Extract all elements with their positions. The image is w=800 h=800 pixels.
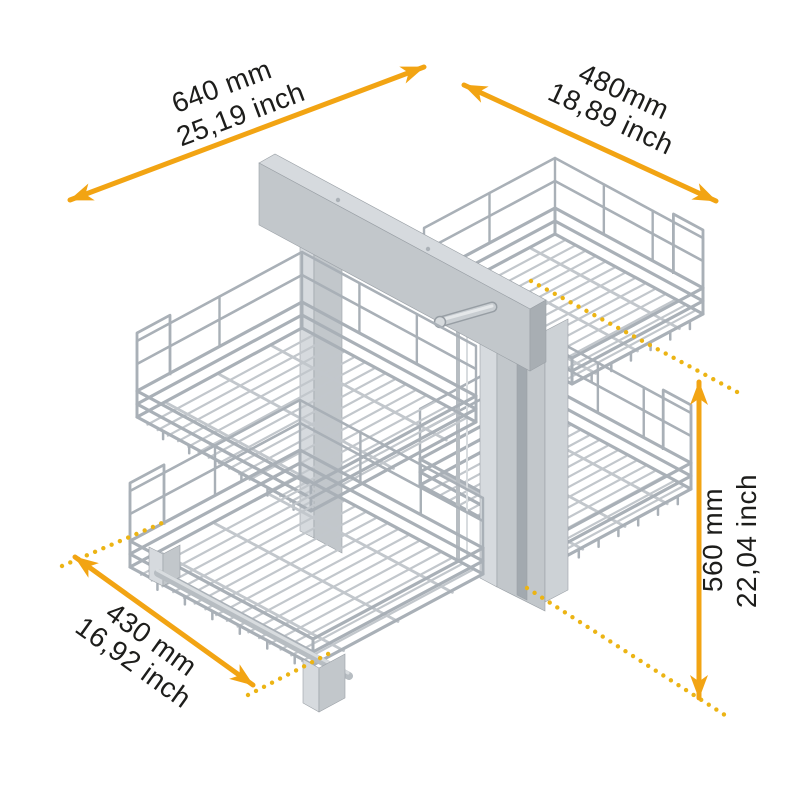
label-height-inch: 22,04 inch: [731, 474, 762, 608]
product-illustration: [128, 153, 705, 713]
front-foot: [318, 653, 346, 713]
corner-guard-loop: [672, 212, 705, 290]
rail-bracket: [148, 546, 164, 587]
dimension-arrow-pullout: [72, 554, 256, 688]
screw-hole: [425, 246, 431, 252]
cross-rod: [270, 344, 448, 442]
guard-rail: [423, 179, 704, 263]
corner-guard-loop: [135, 313, 172, 393]
dimension-arrow-width: [67, 64, 427, 203]
cross-rod: [218, 373, 395, 470]
dimension-arrow-depth: [461, 82, 719, 204]
dimension-arrows: [67, 64, 719, 701]
extension-line-height-top: [528, 278, 742, 396]
cross-rod: [267, 492, 454, 594]
right-post-slide: [544, 318, 569, 603]
cross-rod: [213, 522, 400, 623]
frame-assembly: [258, 153, 569, 612]
label-height-mm: 560 mm: [697, 488, 728, 592]
handle-tube-highlight: [439, 304, 494, 322]
top-bar-end-cap: [529, 299, 547, 372]
corner-guard-loop: [128, 463, 166, 543]
screw-hole: [335, 197, 341, 203]
extension-line-pullout-bottom: [245, 649, 335, 698]
